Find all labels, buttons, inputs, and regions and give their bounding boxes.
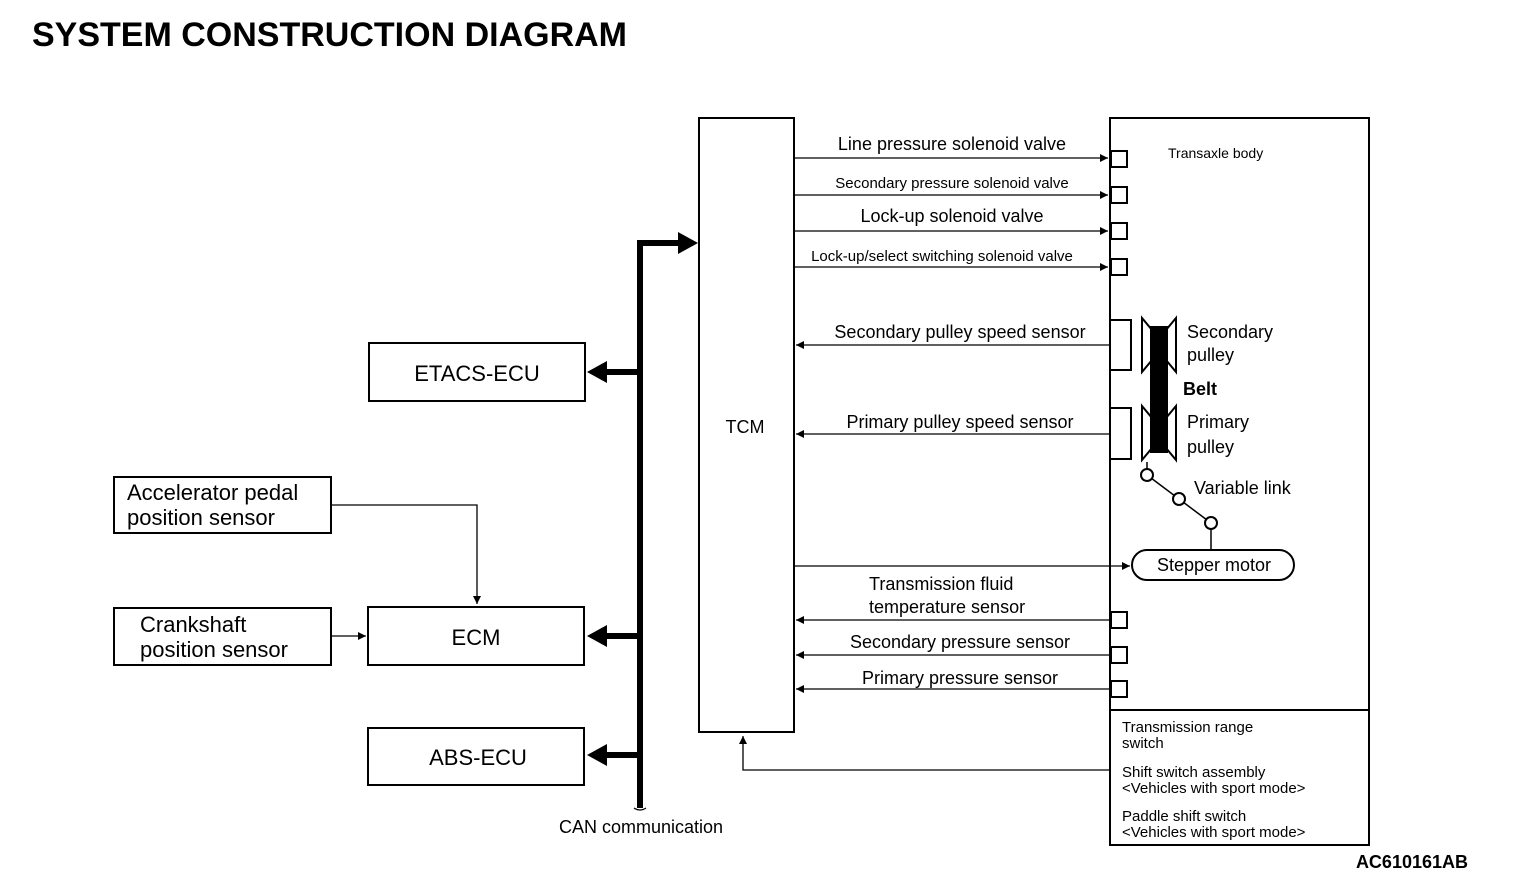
accelerator-sensor-box	[113, 476, 332, 534]
secondary-pulley-speed-label: Secondary pulley speed sensor	[834, 322, 1085, 342]
primary-pulley-speed-label: Primary pulley speed sensor	[846, 412, 1073, 432]
etacs-ecu-label: ETACS-ECU	[414, 361, 540, 386]
secondary-pressure-sensor-terminal	[1110, 646, 1128, 664]
secondary-pulley-label-line2: pulley	[1187, 345, 1234, 365]
transaxle-body-box	[1109, 117, 1370, 846]
shift-switch-label-line1: Shift switch assembly	[1122, 764, 1266, 781]
switches-to-tcm-arrow	[739, 736, 1110, 771]
etacs-ecu-box	[368, 342, 586, 402]
lockup-terminal	[1110, 222, 1128, 240]
variable-link-label: Variable link	[1194, 478, 1292, 498]
diagram-title: SYSTEM CONSTRUCTION DIAGRAM	[32, 16, 627, 54]
belt-label: Belt	[1183, 379, 1217, 399]
fluid-temp-label-line1: Transmission fluid	[869, 574, 1013, 594]
lockup-select-terminal	[1110, 258, 1128, 276]
variable-link	[1140, 462, 1218, 549]
primary-pressure-sensor-terminal	[1110, 680, 1128, 698]
lockup-label: Lock-up solenoid valve	[860, 206, 1043, 226]
tcm-box	[698, 117, 795, 733]
secondary-pulley-label-line1: Secondary	[1187, 322, 1273, 342]
accelerator-to-ecm-arrow	[331, 504, 481, 604]
paddle-switch-label-line1: Paddle shift switch	[1122, 808, 1246, 825]
secondary-pressure-sensor-label: Secondary pressure sensor	[850, 632, 1070, 652]
can-bus	[587, 232, 698, 811]
paddle-switch-label-line2: <Vehicles with sport mode>	[1122, 824, 1306, 841]
primary-pressure-sensor-label: Primary pressure sensor	[862, 668, 1058, 688]
crankshaft-label-line2: position sensor	[140, 637, 288, 662]
pulley-belt-assembly	[1141, 315, 1177, 463]
shift-switch-label-line2: <Vehicles with sport mode>	[1122, 780, 1306, 797]
abs-ecu-label: ABS-ECU	[429, 745, 527, 770]
ecm-box	[367, 606, 585, 666]
line-pressure-terminal	[1110, 150, 1128, 168]
range-switch-label-line1: Transmission range	[1122, 719, 1253, 736]
line-pressure-label: Line pressure solenoid valve	[838, 134, 1066, 154]
crankshaft-sensor-box	[113, 607, 332, 666]
stepper-motor-label: Stepper motor	[1157, 555, 1271, 575]
secondary-pressure-valve-label: Secondary pressure solenoid valve	[835, 175, 1068, 192]
range-switch-label-line2: switch	[1122, 735, 1164, 752]
fluid-temp-label-line2: temperature sensor	[869, 597, 1025, 617]
primary-pulley-label-line2: pulley	[1187, 437, 1234, 457]
accelerator-label-line2: position sensor	[127, 505, 275, 530]
crankshaft-label-line1: Crankshaft	[140, 612, 246, 637]
primary-pulley-sensor-bracket	[1110, 407, 1132, 460]
can-communication-label: CAN communication	[559, 817, 723, 837]
fluid-temp-terminal	[1110, 611, 1128, 629]
abs-ecu-box	[367, 727, 585, 786]
figure-code: AC610161AB	[1356, 852, 1468, 872]
ecm-label: ECM	[452, 625, 501, 650]
secondary-pressure-valve-terminal	[1110, 186, 1128, 204]
transaxle-body-label: Transaxle body	[1168, 145, 1263, 161]
stepper-motor-box	[1131, 549, 1295, 581]
secondary-pulley-sensor-bracket	[1110, 319, 1132, 371]
lockup-select-label: Lock-up/select switching solenoid valve	[811, 248, 1073, 265]
tcm-label: TCM	[726, 417, 765, 437]
primary-pulley-label-line1: Primary	[1187, 412, 1249, 432]
accelerator-label-line1: Accelerator pedal	[127, 480, 298, 505]
